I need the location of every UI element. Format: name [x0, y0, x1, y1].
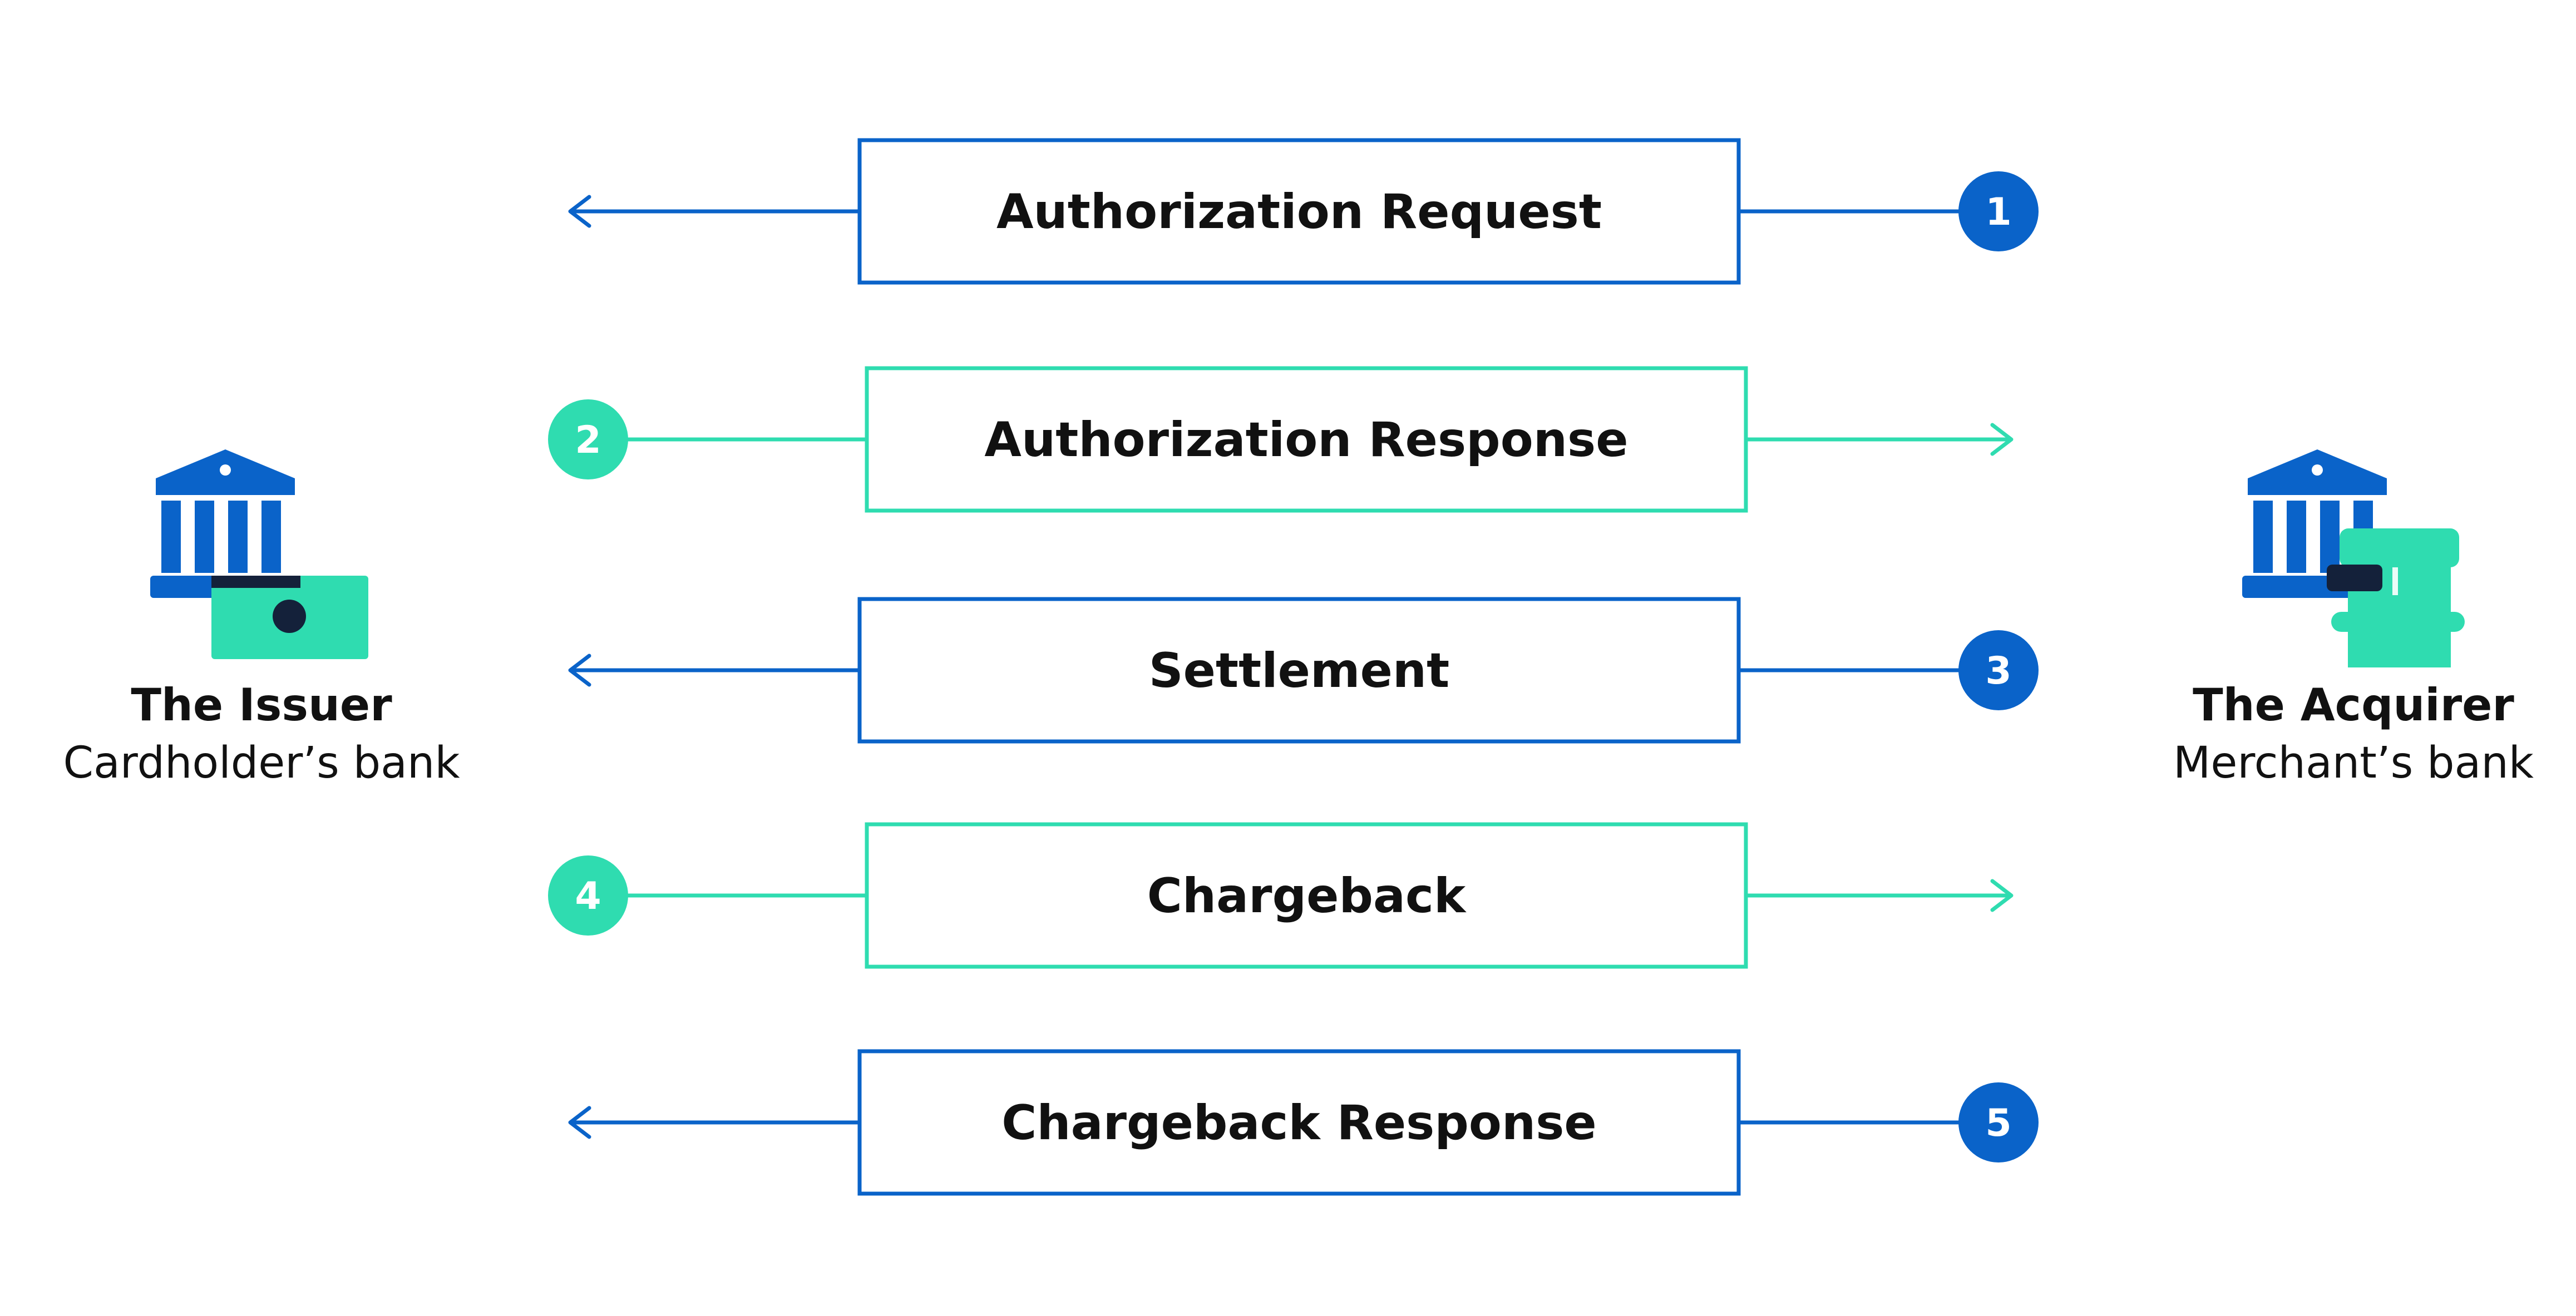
- step-number: 2: [575, 418, 601, 462]
- step-badge: [548, 855, 628, 936]
- step-number: 5: [1985, 1101, 2011, 1145]
- message-label: Authorization Response: [984, 412, 1628, 468]
- step-number: 3: [1985, 649, 2011, 693]
- message-label: Chargeback Response: [1001, 1095, 1597, 1151]
- acquirer-party: The Acquirer Merchant’s bank: [2125, 677, 2576, 793]
- acquirer-description: Merchant’s bank: [2173, 738, 2534, 788]
- step-badge: [1958, 171, 2039, 251]
- step-badge: [1958, 1082, 2039, 1162]
- bank-card-icon: [150, 449, 368, 659]
- arrow-right-icon: [1990, 879, 2014, 912]
- flow-step-5: Chargeback Response 5: [568, 1049, 2039, 1196]
- message-box: [857, 1049, 1741, 1196]
- message-label: Settlement: [1149, 643, 1450, 699]
- bank-icon: [2242, 449, 2392, 598]
- message-label: Authorization Request: [996, 184, 1602, 240]
- message-box: [865, 822, 1748, 969]
- flow-step-1: Authorization Request 1: [568, 138, 2039, 285]
- flow-step-2: Authorization Response 2: [548, 366, 2014, 513]
- step-number: 1: [1985, 190, 2011, 234]
- message-box: [857, 138, 1741, 285]
- arrow-right-icon: [1990, 423, 2014, 456]
- arrow-left-icon: [568, 1106, 591, 1139]
- flow-step-4: Chargeback 4: [548, 822, 2014, 969]
- issuer-name: The Issuer: [131, 679, 392, 731]
- message-label: Chargeback: [1147, 868, 1467, 924]
- issuer-party: The Issuer Cardholder’s bank: [33, 677, 490, 793]
- message-box: [857, 597, 1741, 744]
- step-badge: [1958, 630, 2039, 710]
- bank-store-icon: [2242, 449, 2465, 667]
- flow-step-3: Settlement 3: [568, 597, 2039, 744]
- step-badge: [548, 399, 628, 479]
- step-number: 4: [575, 874, 601, 918]
- card-icon: [211, 576, 368, 659]
- arrow-left-icon: [568, 195, 591, 228]
- arrow-left-icon: [568, 654, 591, 687]
- store-icon: [2327, 528, 2465, 667]
- issuer-description: Cardholder’s bank: [63, 738, 460, 788]
- acquirer-name: The Acquirer: [2193, 679, 2514, 731]
- message-box: [865, 366, 1748, 513]
